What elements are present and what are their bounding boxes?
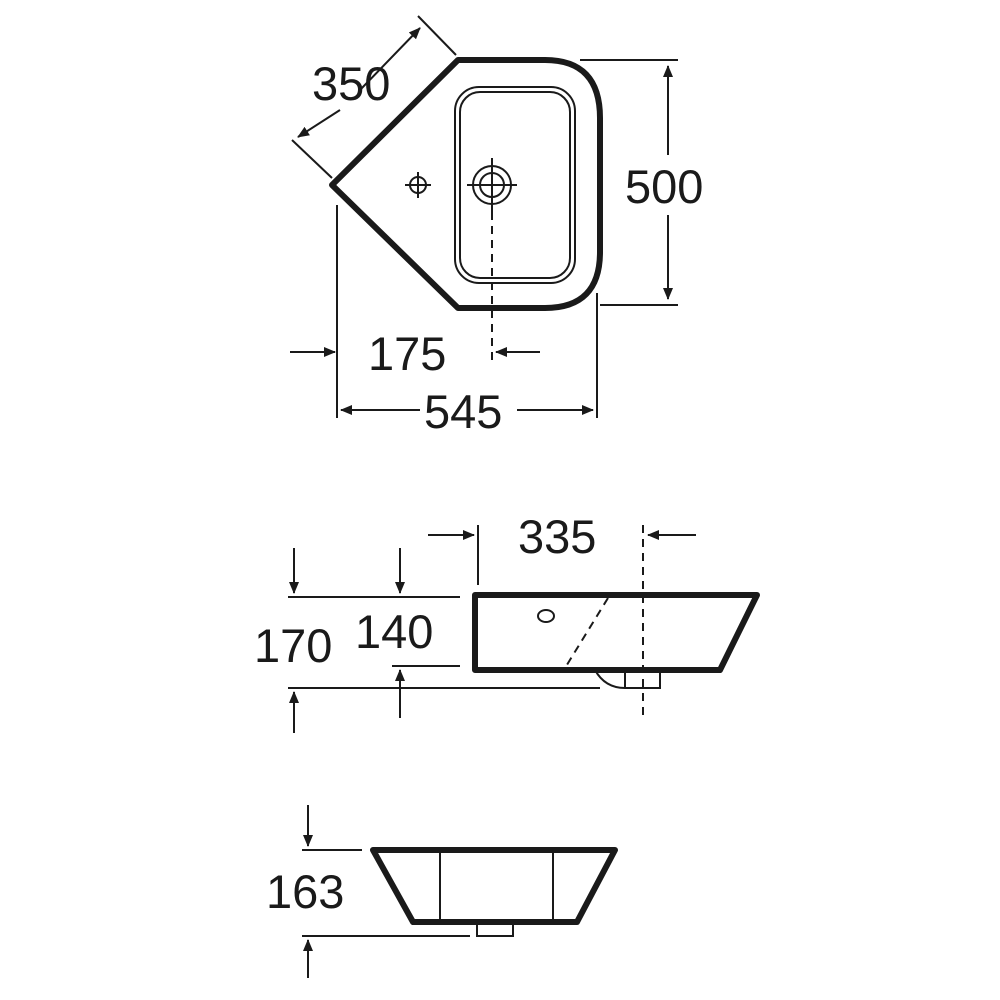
dimension-335: 335 [518, 510, 596, 563]
side-view: 335 170 140 [254, 510, 760, 733]
dimension-170: 170 [254, 619, 332, 672]
dimension-163: 163 [266, 865, 344, 918]
dimension-140: 140 [355, 605, 433, 658]
basin-outline-top [329, 57, 603, 311]
dimension-500: 500 [625, 160, 703, 213]
drain-symbol [467, 158, 517, 362]
dimension-175: 175 [368, 327, 446, 380]
inner-bowl [454, 86, 576, 284]
inner-bowl-rim [459, 91, 571, 279]
dimension-350: 350 [312, 57, 390, 110]
dimension-545: 545 [424, 385, 502, 438]
waste-outlet-front [476, 922, 514, 937]
basin-outline-front [370, 847, 618, 925]
overflow-hole [537, 609, 555, 623]
front-view: 163 [266, 805, 618, 978]
top-view: 350 500 175 545 [290, 15, 703, 438]
tap-hole-symbol [405, 172, 431, 198]
basin-outline-side [472, 592, 760, 673]
